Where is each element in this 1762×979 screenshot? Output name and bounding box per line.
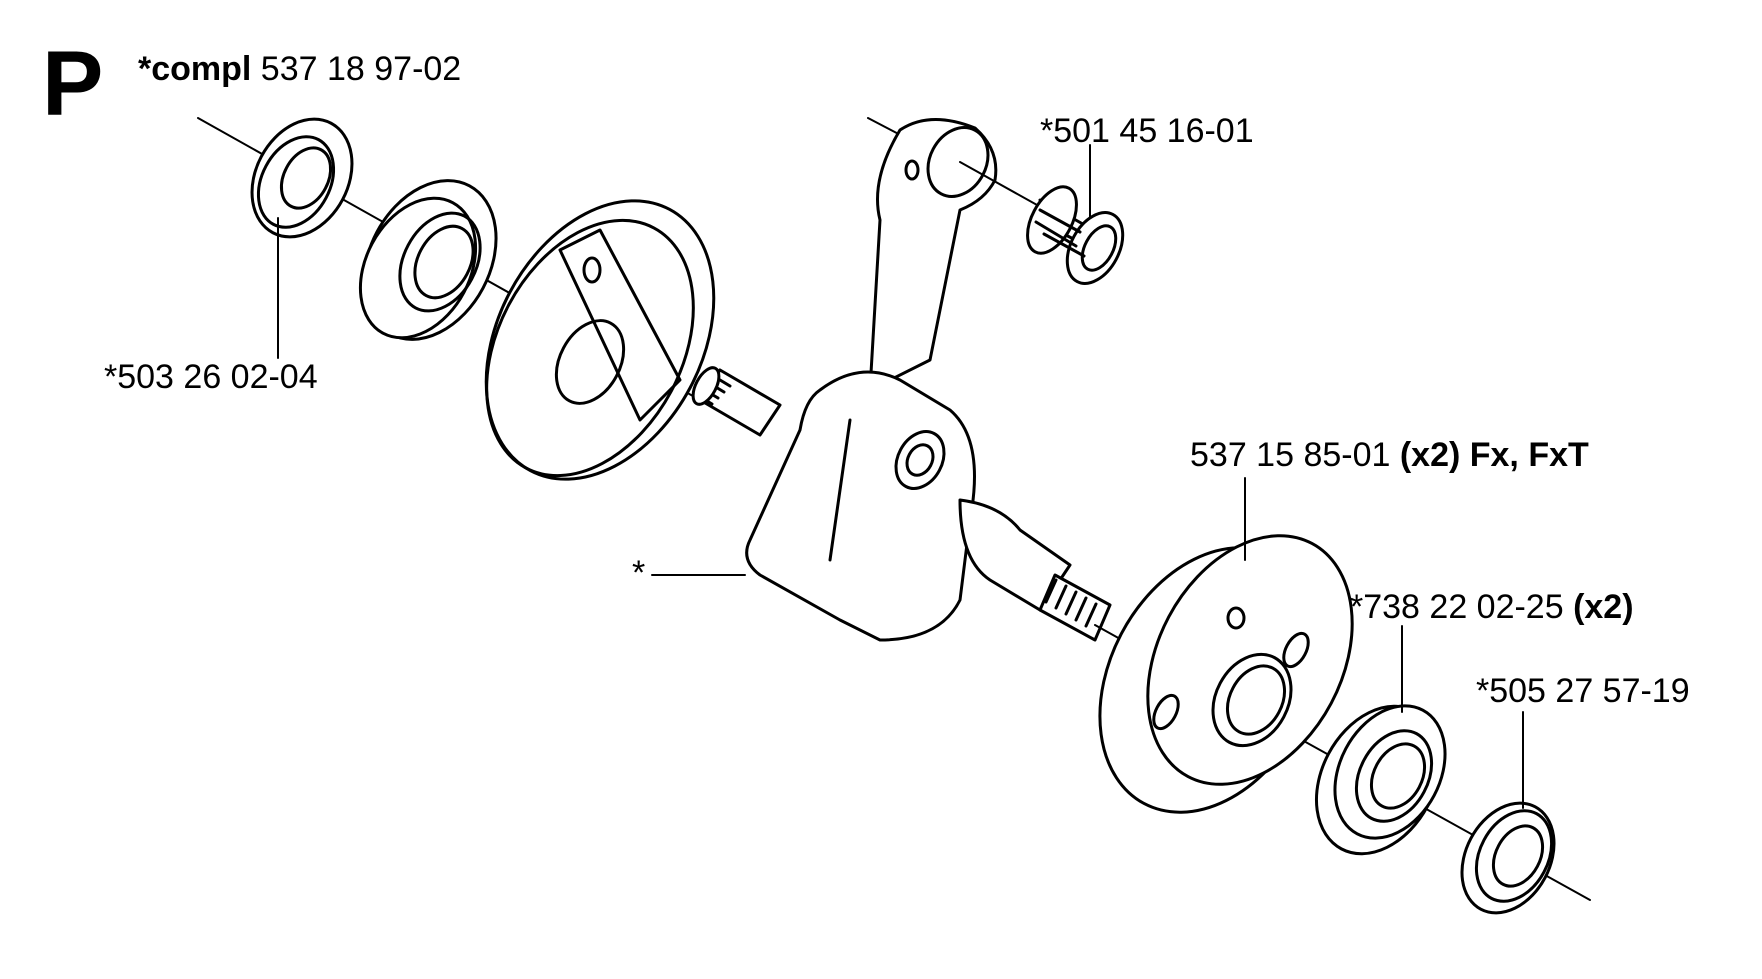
label-compl-bold: *compl [138, 50, 252, 88]
left-crank-web-part[interactable] [440, 161, 759, 518]
right-washer-part[interactable] [1056, 500, 1393, 850]
right-seal-part[interactable] [1444, 787, 1573, 929]
label-washer-bold: (x2) Fx, FxT [1399, 436, 1589, 474]
label-seal-right: *505 27 57-19 [1476, 672, 1690, 710]
right-shaft-part[interactable] [958, 498, 1112, 642]
needle-bearing-part[interactable] [959, 161, 1134, 293]
right-bearing-part[interactable] [1292, 685, 1467, 875]
left-seal-part[interactable] [232, 102, 371, 255]
left-bearing-part[interactable] [337, 158, 522, 363]
label-needle-bearing: *501 45 16-01 [1040, 112, 1254, 150]
label-compl: *compl 537 18 97-02 [138, 52, 461, 86]
crankshaft-part[interactable] [745, 370, 976, 642]
connecting-rod-part[interactable] [867, 117, 1000, 392]
label-ball-bearing-bold: (x2) [1573, 588, 1634, 626]
label-washer-number: 537 15 85-01 [1190, 436, 1400, 474]
label-ball-bearing: *738 22 02-25 (x2) [1350, 590, 1634, 624]
label-seal-left: *503 26 02-04 [104, 358, 318, 396]
left-shaft-part[interactable] [688, 364, 782, 437]
label-compl-number: 537 18 97-02 [251, 50, 462, 88]
section-letter: P [42, 33, 104, 135]
label-washer: 537 15 85-01 (x2) Fx, FxT [1190, 438, 1589, 472]
label-ball-bearing-number: *738 22 02-25 [1350, 588, 1574, 626]
label-crankshaft: * [632, 554, 646, 592]
